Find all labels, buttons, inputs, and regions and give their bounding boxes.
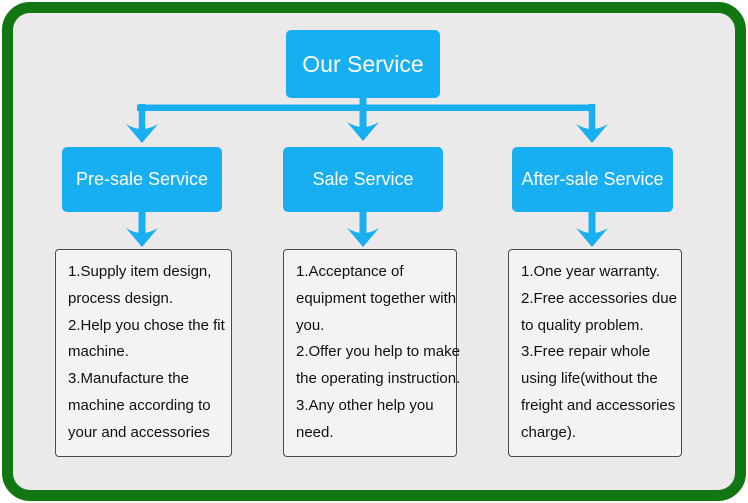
branch-node-label: Pre-sale Service [75,169,209,189]
detail-box-aftersale: 1.One year warranty. 2.Free accessories … [508,249,682,457]
branch-node-label: Sale Service [312,169,414,189]
detail-box-presale: 1.Supply item design, process design. 2.… [55,249,232,457]
root-node-our-service: Our Service [286,30,440,98]
root-node-label: Our Service [302,50,424,77]
branch-node-aftersale: After-sale Service [512,147,673,212]
branch-node-label: After-sale Service [521,169,664,189]
detail-box-sale: 1.Acceptance of equipment together with … [283,249,460,457]
branch-node-sale: Sale Service [283,147,443,212]
branch-node-presale: Pre-sale Service [62,147,222,212]
